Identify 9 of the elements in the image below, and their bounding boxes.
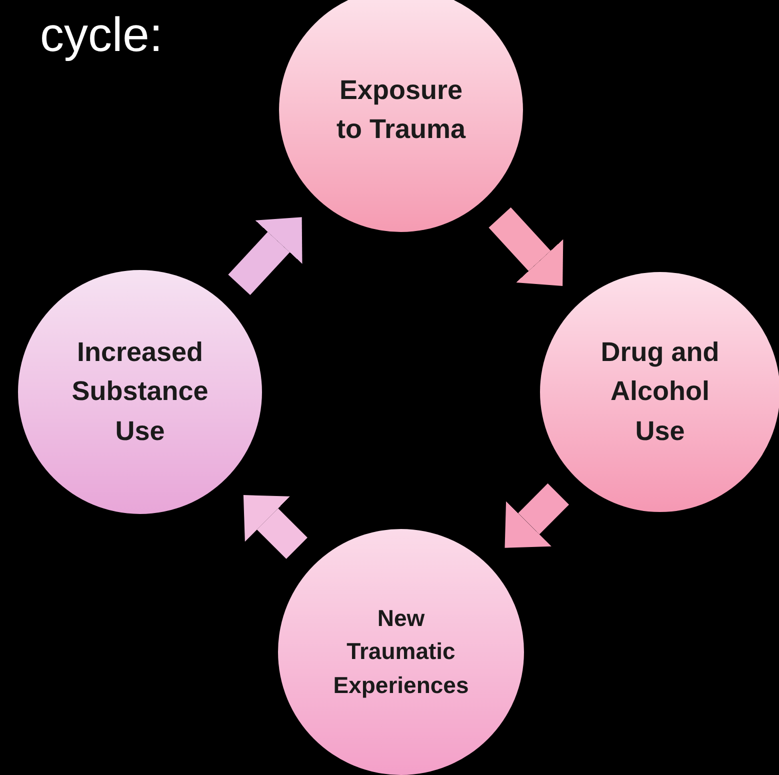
- circle-label: Drug and Alcohol Use: [600, 336, 720, 448]
- circle-label: Increased Substance Use: [70, 336, 210, 448]
- circle-label: Exposure to Trauma: [335, 74, 467, 146]
- block-arrow: [488, 207, 564, 286]
- block-arrow: [504, 483, 569, 548]
- block-arrow: [243, 495, 308, 559]
- block-arrow: [228, 217, 302, 296]
- circle-label: New Traumatic Experiences: [332, 604, 470, 700]
- title: cycle:: [40, 8, 163, 63]
